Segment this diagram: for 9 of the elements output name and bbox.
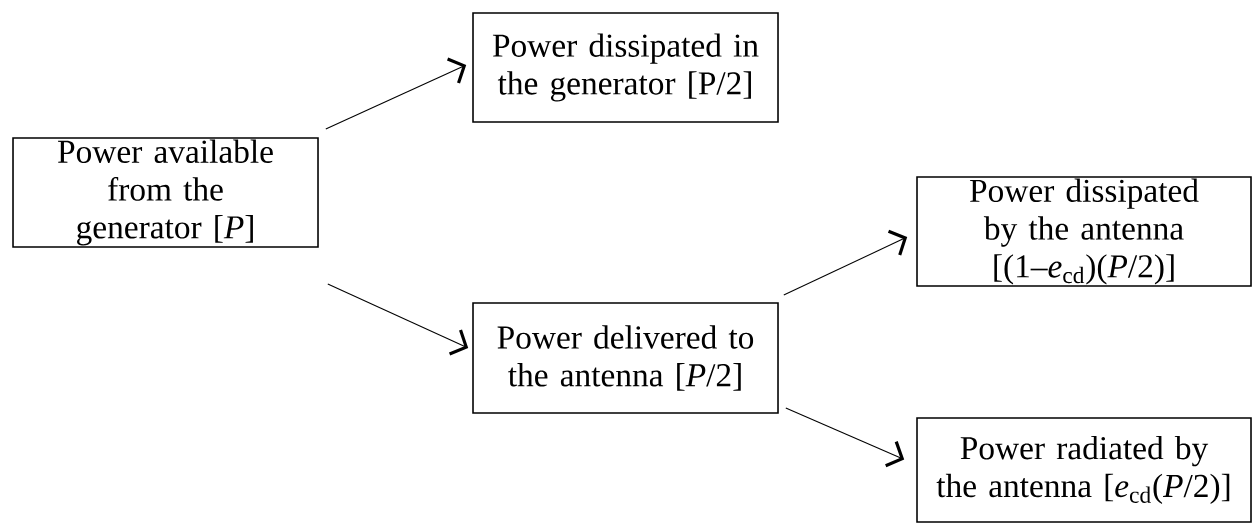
arrow	[325, 57, 467, 130]
text-box: Power delivered to the antenna [P/2]	[472, 302, 779, 414]
text-box: Power dissipated by the antenna [(1–e$_{cd}$)(P/2)]	[916, 176, 1252, 287]
arrow	[785, 407, 905, 468]
text-box: Power available from the generator [P]	[12, 137, 319, 248]
text-box: Power radiated by the antenna [e$_{cd}$(P/2)]	[916, 417, 1252, 523]
arrow	[327, 283, 469, 356]
arrow	[783, 229, 908, 296]
text-box: Power dissipated in the generator [P/2]	[472, 12, 779, 123]
